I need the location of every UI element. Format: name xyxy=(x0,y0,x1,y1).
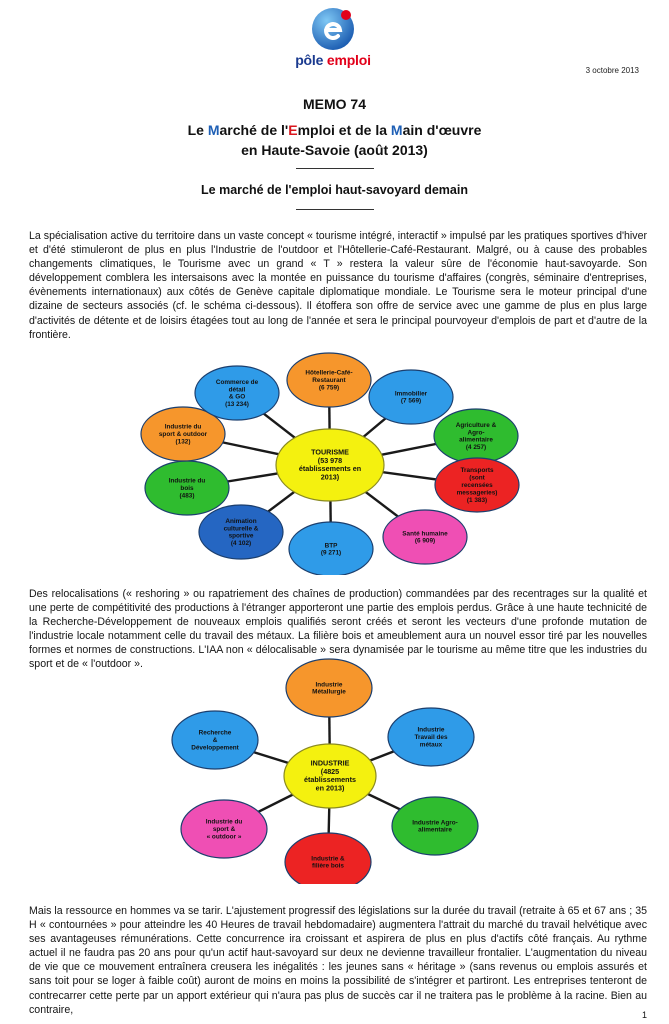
tourism-node-0 xyxy=(286,352,372,408)
title-divider xyxy=(296,168,374,169)
memo-number: MEMO 74 xyxy=(302,96,366,112)
logo-wordmark: pôle emploi xyxy=(283,52,383,68)
title-line-2: en Haute-Savoie (août 2013) xyxy=(241,142,428,158)
industry-node-3 xyxy=(284,832,372,884)
tourism-node-3 xyxy=(434,457,520,513)
tourism-node-9 xyxy=(194,365,280,421)
tourism-diagram: Hôtellerie-Café-Restaurant(6 759) Immobil… xyxy=(140,352,520,575)
tourism-node-1 xyxy=(368,369,454,425)
tourism-hub xyxy=(275,428,385,502)
paragraph-industry: Des relocalisations (« reshoring » ou ra… xyxy=(29,588,647,671)
tourism-node-6 xyxy=(198,504,284,560)
tourism-node-5 xyxy=(288,521,374,575)
pole-emploi-logo: pôle emploi xyxy=(283,6,383,76)
industry-node-label-3: Industrie &filière bois xyxy=(311,855,345,869)
document-title: Le Marché de l'Emploi et de la Main d'œu… xyxy=(0,120,669,160)
industry-node-1 xyxy=(387,707,475,767)
tourism-node-label-1: Immobilier(7 569) xyxy=(395,390,428,404)
document-date: 3 octobre 2013 xyxy=(585,66,639,75)
industry-node-4 xyxy=(180,799,268,859)
title-line-1: Le Marché de l'Emploi et de la Main d'œu… xyxy=(187,122,482,138)
industry-node-5 xyxy=(171,710,259,770)
logo-word-emploi: emploi xyxy=(326,52,371,68)
industry-node-0 xyxy=(285,658,373,718)
logo-word-pole: pôle xyxy=(295,52,327,68)
tourism-node-label-2: Agriculture &Agro-alimentaire(4 257) xyxy=(456,422,497,451)
tourism-node-label-4: Santé humaine(6 909) xyxy=(402,530,448,544)
page-number: 1 xyxy=(641,1010,647,1020)
pole-emploi-emblem-icon xyxy=(312,8,354,50)
section-subtitle: Le marché de l'emploi haut-savoyard dema… xyxy=(201,183,468,197)
industry-node-2 xyxy=(391,796,479,856)
industry-node-label-2: Industrie Agro-alimentaire xyxy=(412,819,458,833)
paragraph-tourism: La spécialisation active du territoire d… xyxy=(29,230,647,341)
industry-node-label-5: Recherche&Développement xyxy=(191,730,239,752)
tourism-node-label-0: Hôtellerie-Café-Restaurant(6 759) xyxy=(305,370,352,392)
tourism-node-8 xyxy=(140,406,226,462)
industry-hub xyxy=(283,743,377,809)
tourism-node-4 xyxy=(382,509,468,565)
paragraph-workforce: Mais la ressource en hommes va se tarir.… xyxy=(29,905,647,1016)
subtitle-divider xyxy=(296,209,374,210)
tourism-node-label-5: BTP(9 271) xyxy=(321,542,341,556)
